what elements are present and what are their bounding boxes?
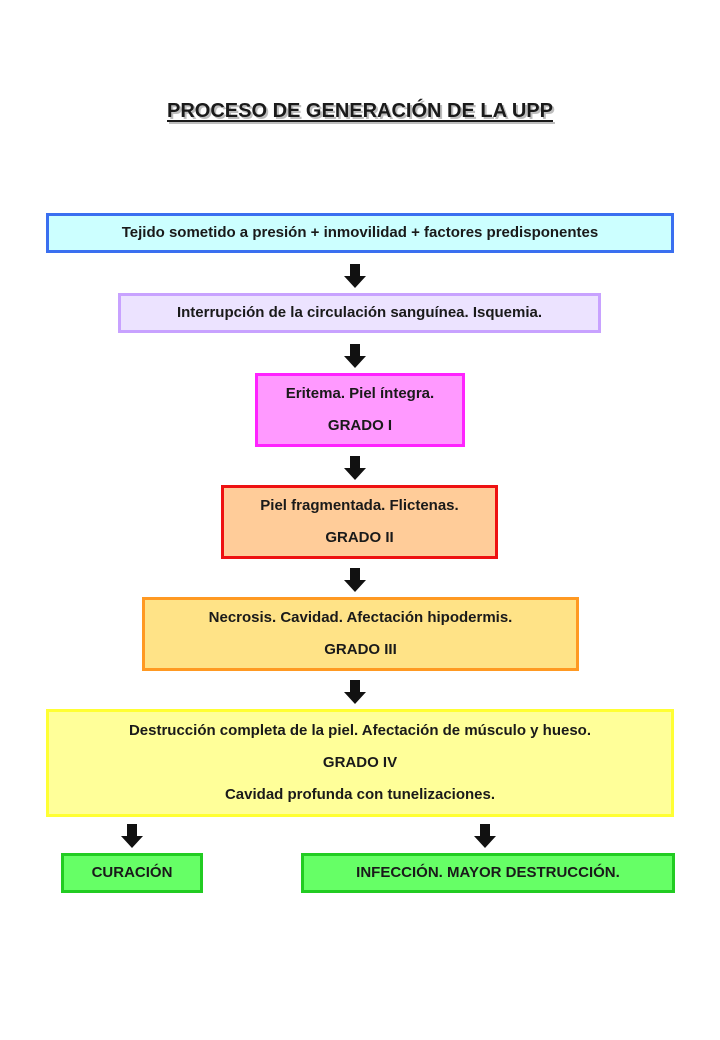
outcome-healing-text: CURACIÓN (91, 864, 173, 881)
down-arrow-icon (343, 456, 367, 480)
down-arrow-icon (120, 824, 144, 848)
grade-4-label: GRADO IV (322, 754, 398, 771)
outcome-infection-box: INFECCIÓN. MAYOR DESTRUCCIÓN. (301, 853, 675, 893)
down-arrow-icon (473, 824, 497, 848)
grade-2-label: GRADO II (325, 529, 394, 546)
grade-4-detail: Cavidad profunda con tunelizaciones. (224, 786, 496, 803)
outcome-healing-box: CURACIÓN (61, 853, 203, 893)
down-arrow-icon (343, 264, 367, 288)
grade-4-box: Destrucción completa de la piel. Afectac… (46, 709, 674, 817)
grade-2-description: Piel fragmentada. Flictenas. (260, 497, 459, 514)
grade-1-box: Eritema. Piel íntegra. GRADO I (255, 373, 465, 447)
grade-1-description: Eritema. Piel íntegra. (285, 385, 435, 402)
grade-2-box: Piel fragmentada. Flictenas. GRADO II (221, 485, 498, 559)
grade-3-box: Necrosis. Cavidad. Afectación hipodermis… (142, 597, 579, 671)
grade-1-label: GRADO I (327, 417, 393, 434)
step-ischemia-text: Interrupción de la circulación sanguínea… (176, 304, 543, 321)
down-arrow-icon (343, 680, 367, 704)
step-pressure-text: Tejido sometido a presión + inmovilidad … (121, 224, 599, 241)
grade-4-description: Destrucción completa de la piel. Afectac… (128, 722, 592, 739)
step-ischemia-box: Interrupción de la circulación sanguínea… (118, 293, 601, 333)
outcome-infection-text: INFECCIÓN. MAYOR DESTRUCCIÓN. (356, 864, 620, 881)
grade-3-label: GRADO III (324, 641, 397, 658)
step-pressure-box: Tejido sometido a presión + inmovilidad … (46, 213, 674, 253)
grade-3-description: Necrosis. Cavidad. Afectación hipodermis… (208, 609, 513, 626)
down-arrow-icon (343, 344, 367, 368)
diagram-title: PROCESO DE GENERACIÓN DE LA UPP (167, 100, 553, 122)
down-arrow-icon (343, 568, 367, 592)
